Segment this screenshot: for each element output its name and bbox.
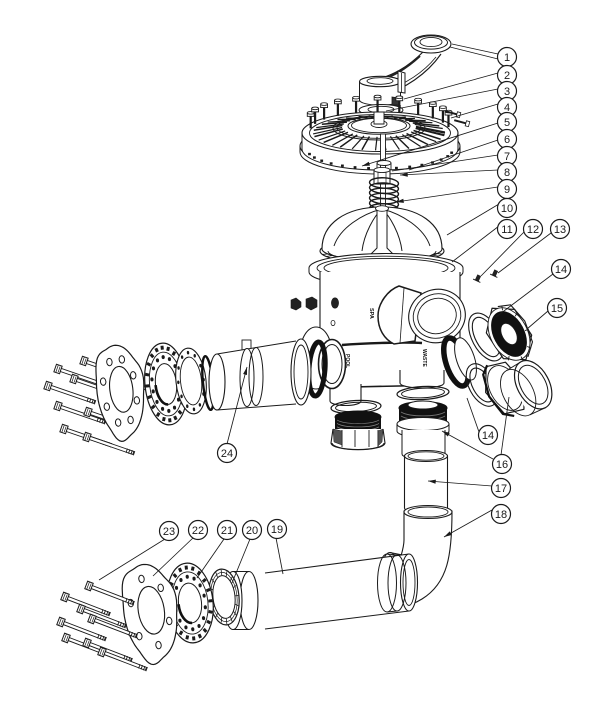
svg-text:21: 21 [221, 525, 233, 537]
svg-text:14: 14 [482, 430, 494, 442]
svg-text:16: 16 [496, 459, 508, 471]
svg-text:POOL: POOL [344, 354, 350, 368]
svg-text:18: 18 [495, 509, 507, 521]
svg-text:6: 6 [504, 134, 510, 146]
svg-text:7: 7 [504, 151, 510, 163]
svg-text:8: 8 [504, 167, 510, 179]
svg-text:20: 20 [246, 525, 258, 537]
svg-text:12: 12 [527, 224, 539, 236]
svg-text:SPA: SPA [368, 308, 374, 319]
svg-text:14: 14 [555, 264, 567, 276]
svg-text:5: 5 [504, 117, 510, 129]
svg-text:2: 2 [504, 70, 510, 82]
svg-text:22: 22 [192, 525, 204, 537]
svg-text:17: 17 [495, 483, 507, 495]
svg-text:3: 3 [504, 86, 510, 98]
svg-text:19: 19 [271, 524, 283, 536]
svg-text:10: 10 [501, 203, 513, 215]
svg-text:23: 23 [163, 526, 175, 538]
svg-text:15: 15 [551, 303, 563, 315]
svg-text:WASTE: WASTE [421, 349, 427, 367]
svg-text:24: 24 [221, 448, 233, 460]
svg-text:1: 1 [504, 52, 510, 64]
svg-text:13: 13 [554, 224, 566, 236]
svg-text:11: 11 [501, 224, 512, 236]
svg-text:9: 9 [504, 184, 510, 196]
